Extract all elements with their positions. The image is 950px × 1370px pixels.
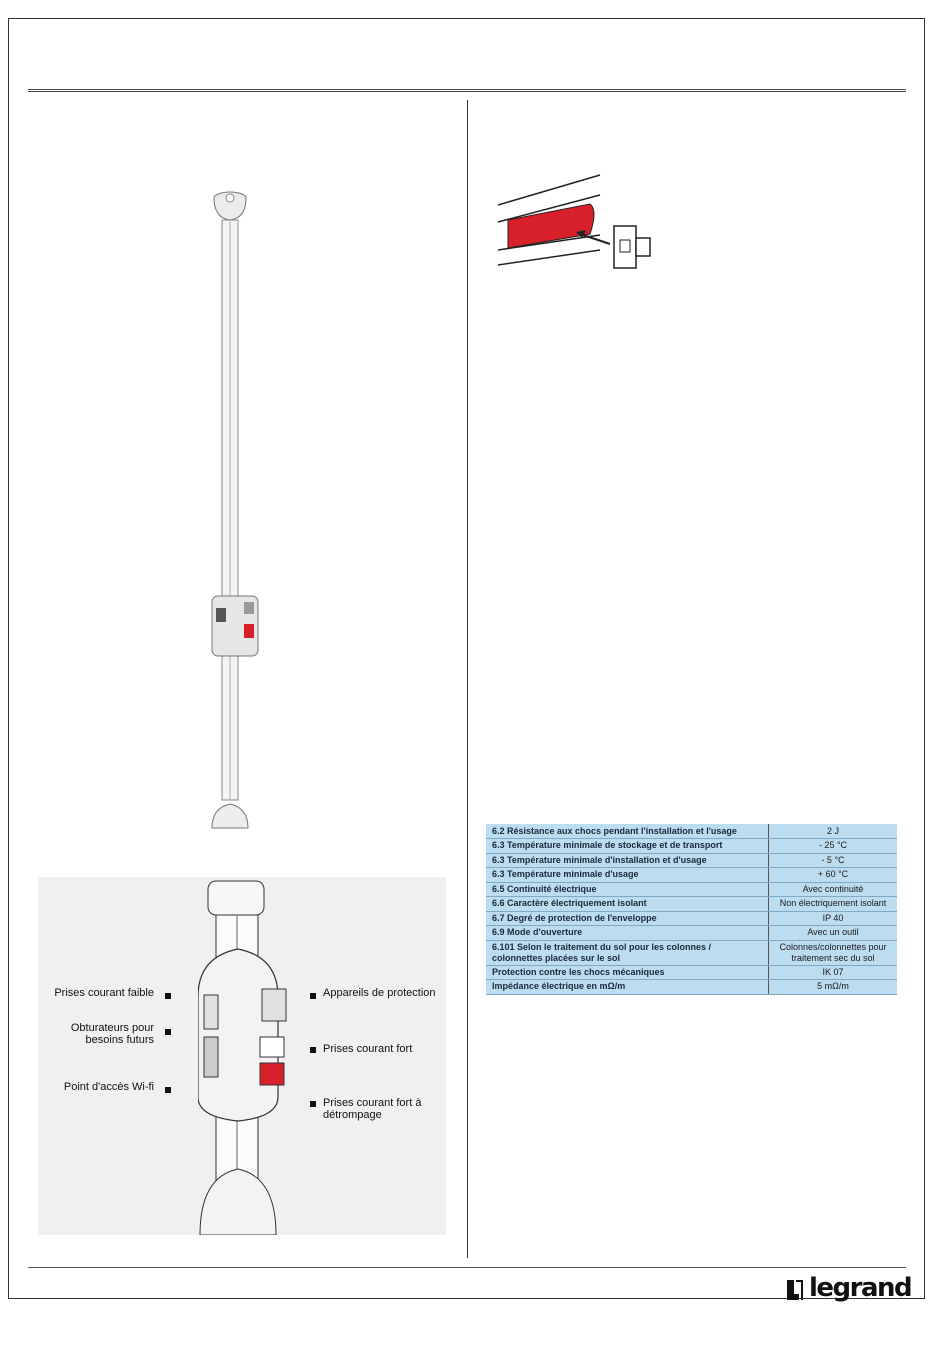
table-row: 6.2 Résistance aux chocs pendant l'insta…	[486, 824, 897, 839]
spec-value: + 60 °C	[768, 867, 897, 883]
legrand-logo: legrand	[785, 1273, 913, 1306]
page-frame	[8, 18, 925, 1299]
column-product-image	[211, 191, 259, 829]
spec-value: Non électriquement isolant	[768, 896, 897, 912]
callout-shutters: Obturateurs pour besoins futurs	[70, 1022, 154, 1046]
spec-value: 5 mΩ/m	[768, 979, 897, 995]
spec-value: IK 07	[768, 965, 897, 980]
callout-marker	[310, 1101, 316, 1107]
module-detail-image	[198, 880, 287, 1235]
callout-marker	[310, 1047, 316, 1053]
callout-high-current: Prises courant fort	[323, 1043, 413, 1055]
spec-value: Avec continuité	[768, 882, 897, 897]
table-row: 6.3 Température minimale d'installation …	[486, 853, 897, 868]
callout-protection: Appareils de protection	[323, 987, 436, 999]
table-row: 6.3 Température minimale d'usage+ 60 °C	[486, 867, 897, 883]
spec-key: 6.101 Selon le traitement du sol pour le…	[486, 940, 769, 966]
callout-marker	[165, 993, 171, 999]
spec-key: Protection contre les chocs mécaniques	[486, 965, 769, 980]
spec-key: 6.3 Température minimale de stockage et …	[486, 838, 769, 854]
table-row: 6.3 Température minimale de stockage et …	[486, 838, 897, 854]
specs-table: 6.2 Résistance aux chocs pendant l'insta…	[486, 824, 897, 995]
callout-low-current: Prises courant faible	[54, 987, 154, 999]
brand-name: legrand	[809, 1273, 913, 1303]
header-rule	[28, 89, 906, 92]
spec-key: 6.3 Température minimale d'installation …	[486, 853, 769, 868]
callout-marker	[165, 1087, 171, 1093]
legrand-mark-icon	[787, 1280, 803, 1300]
spec-key: 6.9 Mode d'ouverture	[486, 925, 769, 941]
spec-key: Impédance électrique en mΩ/m	[486, 979, 769, 995]
callout-wifi: Point d'accès Wi-fi	[63, 1081, 154, 1093]
spec-value: - 5 °C	[768, 853, 897, 868]
column-divider	[467, 100, 468, 1258]
clip-mounting-image	[497, 174, 651, 269]
spec-key: 6.7 Degré de protection de l'enveloppe	[486, 911, 769, 926]
footer-rule	[28, 1267, 906, 1268]
spec-value: Colonnes/colonnettes pour traitement sec…	[768, 940, 897, 966]
table-row: 6.101 Selon le traitement du sol pour le…	[486, 940, 897, 966]
callout-high-current-keyed: Prises courant fort à détrompage	[323, 1097, 422, 1121]
spec-key: 6.5 Continuité électrique	[486, 882, 769, 897]
detail-panel: Prises courant faible Obturateurs pour b…	[38, 877, 446, 1235]
spec-value: - 25 °C	[768, 838, 897, 854]
spec-key: 6.3 Température minimale d'usage	[486, 867, 769, 883]
spec-key: 6.2 Résistance aux chocs pendant l'insta…	[486, 824, 769, 839]
spec-key: 6.6 Caractère électriquement isolant	[486, 896, 769, 912]
spec-value: 2 J	[768, 824, 897, 839]
callout-marker	[310, 993, 316, 999]
spec-value: Avec un outil	[768, 925, 897, 941]
callout-marker	[165, 1029, 171, 1035]
spec-value: IP 40	[768, 911, 897, 926]
